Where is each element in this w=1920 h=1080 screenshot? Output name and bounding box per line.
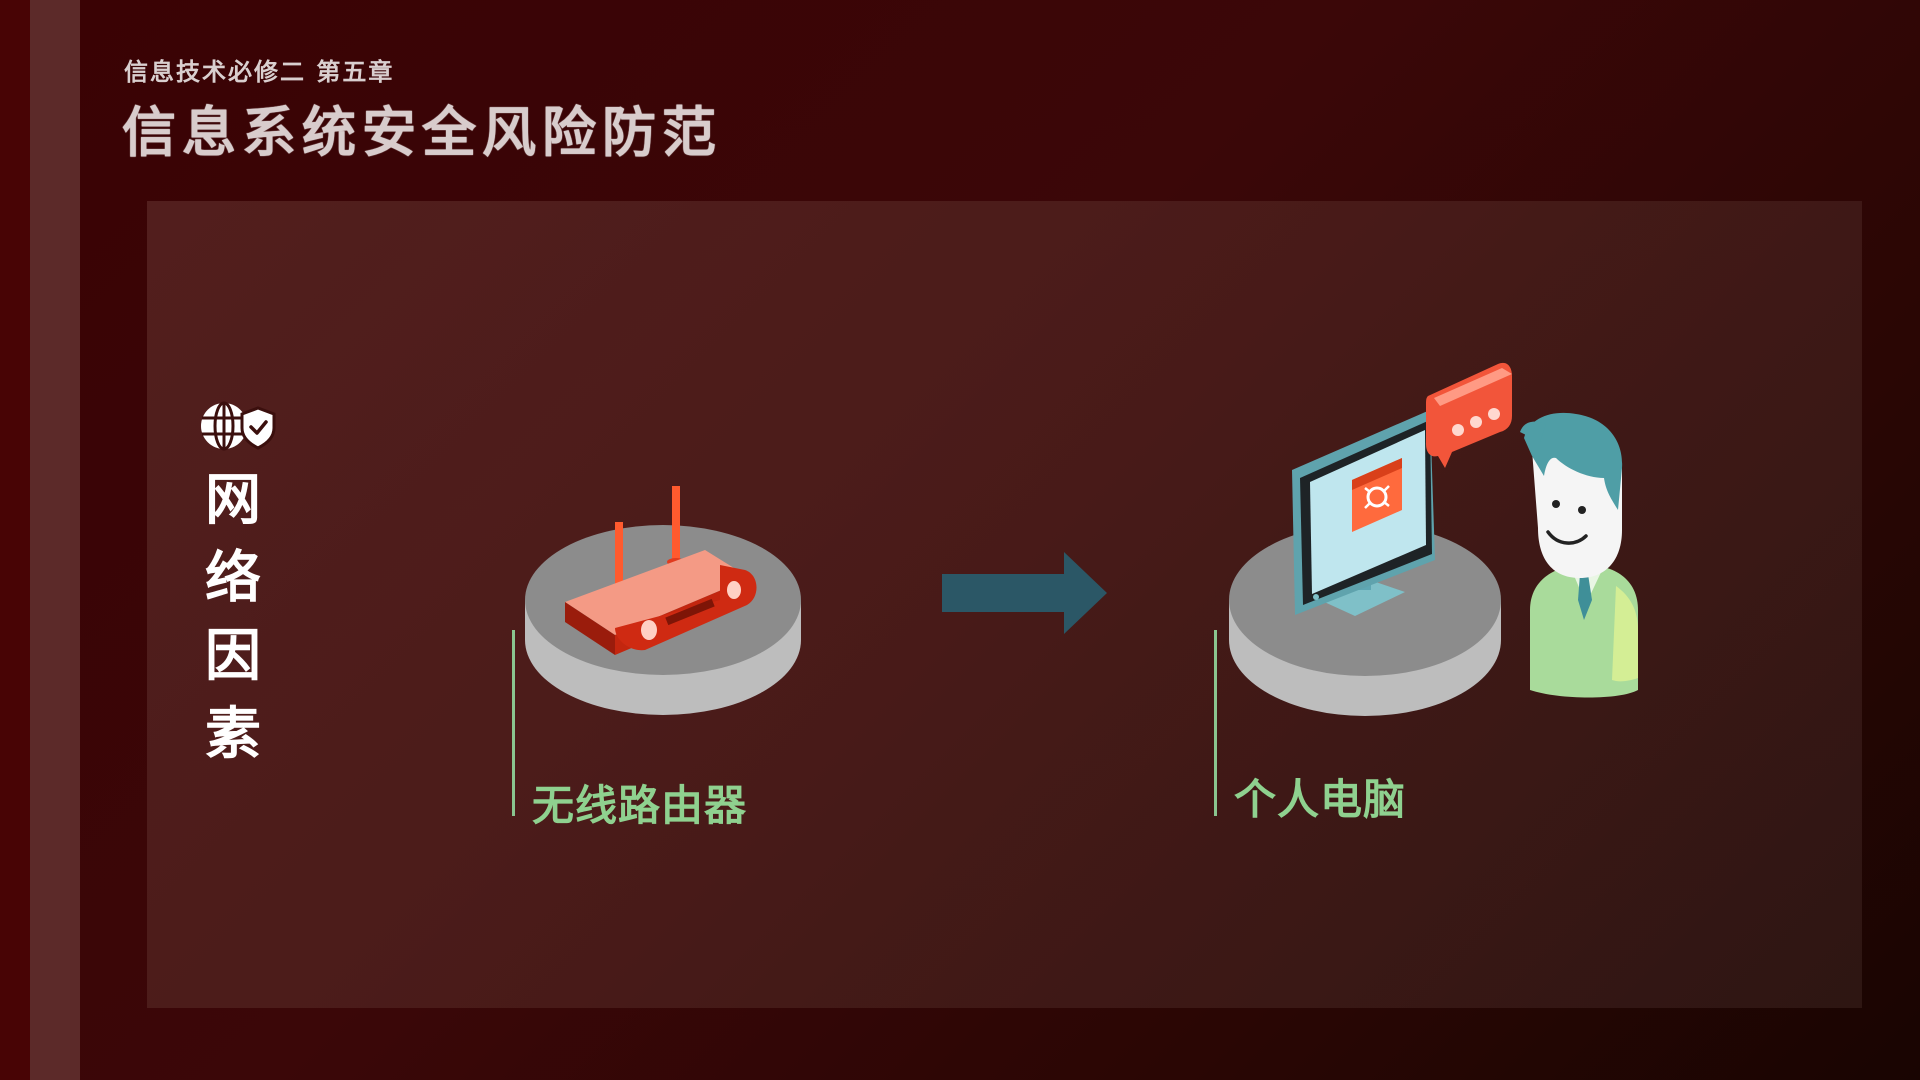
arrow-right-icon (942, 552, 1107, 634)
left-band (0, 0, 30, 1080)
pc-label-line (1214, 630, 1217, 816)
left-stripe (30, 0, 80, 1080)
router-label-line (512, 630, 515, 816)
personal-computer-icon (1229, 362, 1638, 716)
router-label: 无线路由器 (532, 781, 748, 830)
section-char: 网 (205, 468, 261, 533)
section-char: 素 (205, 702, 261, 767)
page-title: 信息系统安全风险防范 (122, 100, 722, 164)
section-char: 因 (205, 624, 261, 689)
section-title: 网 络 因 素 (198, 462, 268, 774)
chapter-subtitle: 信息技术必修二 第五章 (124, 57, 395, 86)
section-char: 络 (205, 546, 261, 611)
pc-label: 个人电脑 (1234, 775, 1407, 824)
wireless-router-icon (525, 486, 801, 715)
globe-shield-icon (201, 401, 276, 451)
